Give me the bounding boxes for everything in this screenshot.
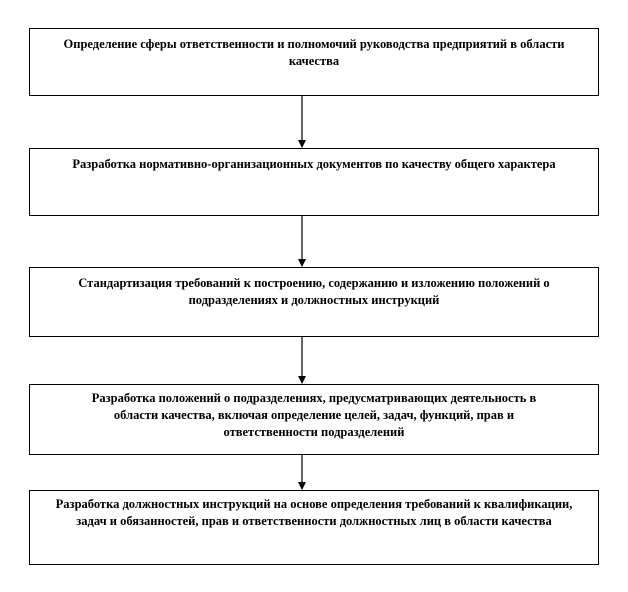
step-1-box: Определение сферы ответственности и полн… — [29, 28, 599, 96]
step-2-text: Разработка нормативно-организационных до… — [72, 157, 556, 171]
step-5-box: Разработка должностных инструкций на осн… — [29, 490, 599, 565]
step-3-text: Стандартизация требований к построению, … — [78, 276, 550, 307]
step-3-box: Стандартизация требований к построению, … — [29, 267, 599, 337]
step-1-text: Определение сферы ответственности и полн… — [63, 37, 565, 68]
step-2-box: Разработка нормативно-организационных до… — [29, 148, 599, 216]
step-4-box: Разработка положений о подразделениях, п… — [29, 384, 599, 455]
step-5-text: Разработка должностных инструкций на осн… — [55, 497, 573, 528]
step-4-text: Разработка положений о подразделениях, п… — [91, 391, 537, 439]
